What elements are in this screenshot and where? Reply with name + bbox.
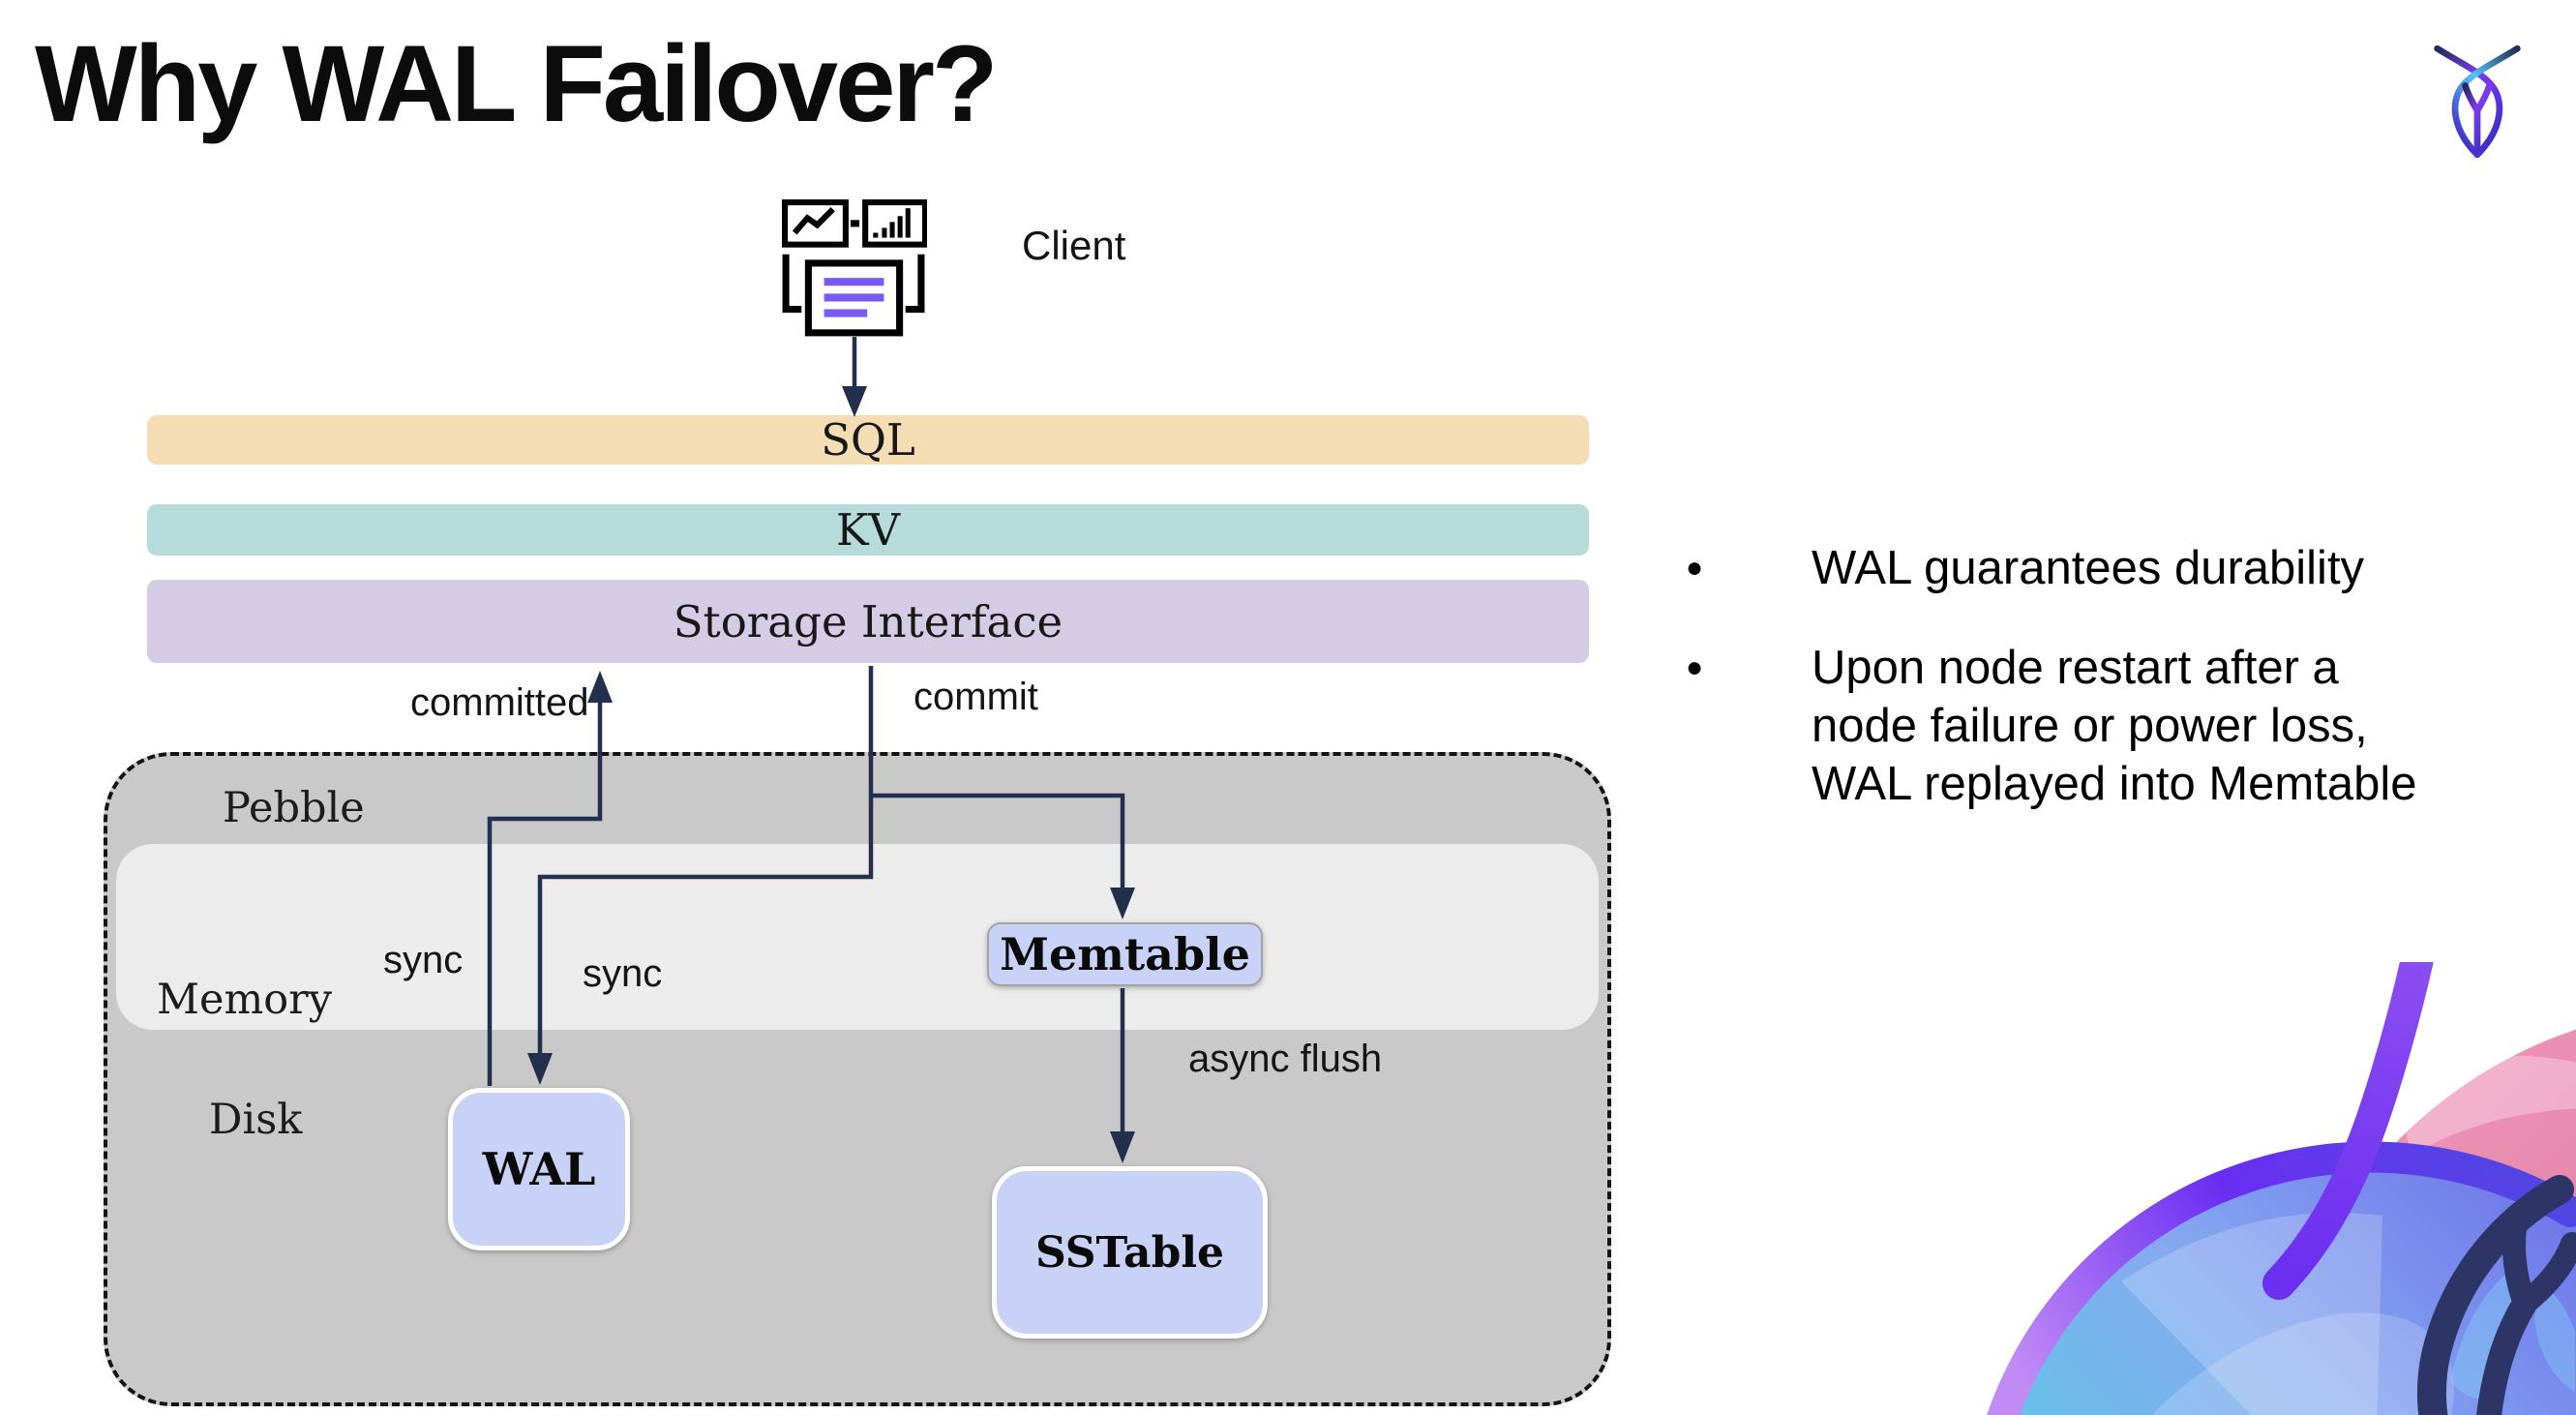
edge-label-sync-left: sync <box>383 939 464 981</box>
line-chart-icon <box>782 199 849 248</box>
layer-bar-storage-interface: Storage Interface <box>147 580 1589 663</box>
brand-sphere-art <box>1987 962 2576 1415</box>
memory-zone <box>116 844 1599 1030</box>
wal-node: WAL <box>448 1088 630 1250</box>
document-icon <box>804 259 904 337</box>
sphere-rim-arc <box>1987 1141 2576 1415</box>
leaf-structure <box>2416 1175 2576 1415</box>
memtable-node: Memtable <box>987 922 1263 986</box>
layer-bar-sql: SQL <box>147 414 1589 466</box>
client-label: Client <box>1022 223 1126 268</box>
layer-bar-kv: KV <box>147 504 1589 556</box>
node-label: WAL <box>482 1143 596 1195</box>
bullet-list: ● WAL guarantees durability ● Upon node … <box>1686 539 2576 855</box>
disk-zone-label: Disk <box>209 1096 303 1144</box>
client-app-icon <box>782 199 927 337</box>
layer-label: Storage Interface <box>673 595 1063 647</box>
bullet-text: Upon node restart after a node failure o… <box>1812 642 2417 810</box>
edge-label-async-flush: async flush <box>1188 1038 1383 1080</box>
list-item: ● WAL guarantees durability <box>1686 539 2576 597</box>
dash-glyph <box>850 220 860 227</box>
list-item: ● Upon node restart after a node failure… <box>1686 639 2576 813</box>
page-title: Why WAL Failover? <box>35 23 998 144</box>
memory-zone-label: Memory <box>157 976 332 1024</box>
bar-chart-icon <box>862 199 927 248</box>
layer-label: KV <box>835 504 901 556</box>
node-label: SSTable <box>1034 1227 1225 1278</box>
bullet-marker-icon: ● <box>1686 651 1704 683</box>
edge-label-committed: committed <box>410 681 589 724</box>
layer-label: SQL <box>821 414 915 466</box>
cockroachdb-logo-icon <box>2434 45 2521 159</box>
edge-label-commit: commit <box>914 676 1038 718</box>
bullet-text: WAL guarantees durability <box>1812 542 2365 594</box>
edge-label-sync-right: sync <box>583 952 663 995</box>
sstable-node: SSTable <box>992 1166 1268 1339</box>
bracket-icons <box>782 254 925 314</box>
antenna-band <box>2262 962 2434 1300</box>
node-label: Memtable <box>1000 928 1250 980</box>
bullet-marker-icon: ● <box>1686 552 1704 584</box>
pebble-zone-label: Pebble <box>223 784 365 832</box>
